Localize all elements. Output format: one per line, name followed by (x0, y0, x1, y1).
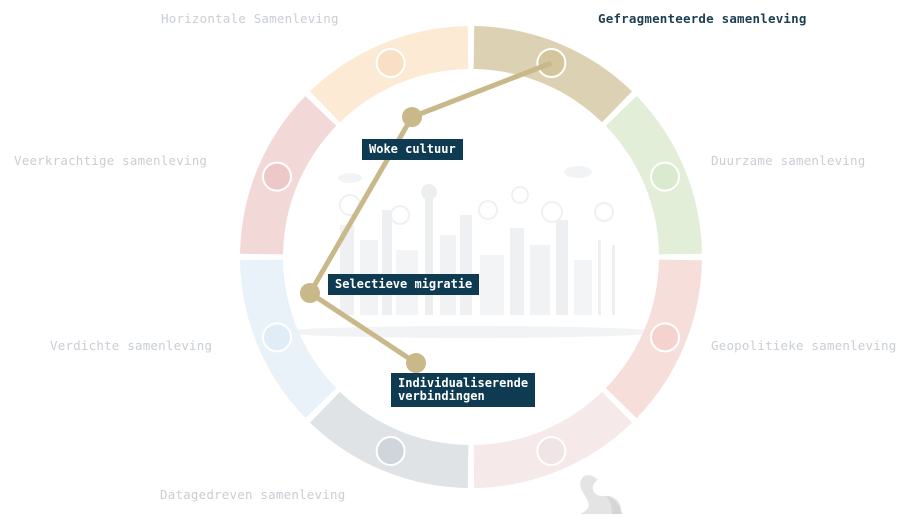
ring-node-5[interactable] (261, 322, 292, 353)
segment-label-horizontale[interactable]: Horizontale Samenleving (161, 11, 339, 26)
trend-path-line (307, 60, 553, 366)
city-skyline-illustration (280, 166, 660, 338)
segment-label-duurzame[interactable]: Duurzame samenleving (711, 153, 866, 168)
ring-node-6[interactable] (261, 161, 292, 192)
trend-tag-selectieve-migratie[interactable]: Selectieve migratie (328, 274, 480, 295)
trend-node-2[interactable] (406, 353, 426, 373)
trend-path (300, 60, 553, 373)
ring-node-2[interactable] (650, 322, 681, 353)
swan-logo-icon (580, 475, 622, 514)
scenario-ring (240, 26, 702, 488)
trend-tag-label: Woke cultuur (369, 142, 456, 156)
ring-node-1[interactable] (650, 161, 681, 192)
segment-label-datagedreven[interactable]: Datagedreven samenleving (160, 487, 346, 502)
trend-tag-label: verbindingen (398, 389, 485, 403)
ring-node-7[interactable] (375, 47, 406, 78)
segment-label-geopolitieke[interactable]: Geopolitieke samenleving (711, 338, 897, 353)
trend-tag-individualiserende-verbindingen[interactable]: Individualiserende verbindingen (391, 373, 536, 407)
ring-node-3[interactable] (536, 436, 567, 467)
ring-node-4[interactable] (375, 436, 406, 467)
segment-label-verdichte[interactable]: Verdichte samenleving (50, 338, 213, 353)
trend-tag-label: Individualiserende (398, 376, 529, 390)
trend-node-1[interactable] (300, 283, 320, 303)
trend-tag-label: Selectieve migratie (335, 277, 473, 291)
trend-node-0[interactable] (402, 107, 422, 127)
trend-tag-woke-cultuur[interactable]: Woke cultuur (362, 139, 463, 160)
segment-label-gefragmenteerde[interactable]: Gefragmenteerde samenleving (598, 11, 807, 26)
segment-label-veerkrachtige[interactable]: Veerkrachtige samenleving (14, 153, 208, 168)
